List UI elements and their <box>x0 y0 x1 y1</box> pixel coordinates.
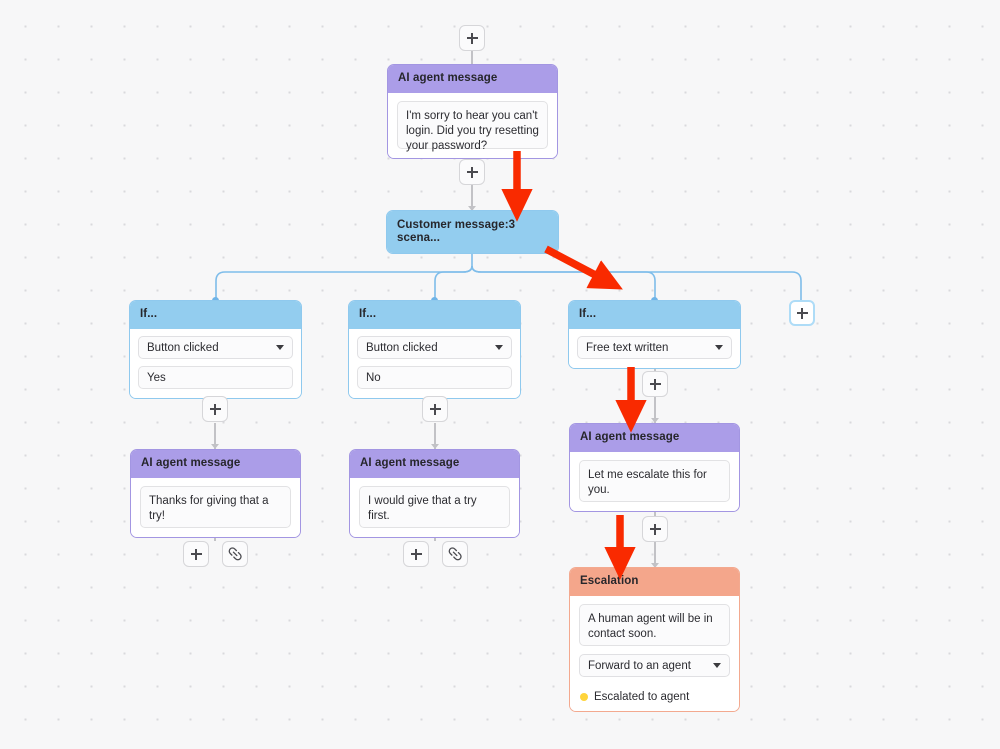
add-node-button-branch-2[interactable] <box>422 396 448 422</box>
condition-select-value: Free text written <box>586 341 669 354</box>
node-header-label: AI agent message <box>131 450 300 478</box>
chain-link-icon <box>228 547 242 561</box>
chevron-down-icon <box>495 345 503 351</box>
edge-cap-reply2 <box>431 444 439 449</box>
add-node-button-end-branch-1[interactable] <box>183 541 209 567</box>
edge-plus-to-reply1 <box>214 423 216 449</box>
node-if-branch-1[interactable]: If... Button clicked Yes <box>129 300 302 399</box>
node-ai-agent-message-root[interactable]: AI agent message I'm sorry to hear you c… <box>387 64 558 159</box>
node-customer-message[interactable]: Customer message:3 scena... <box>386 210 559 255</box>
node-escalation[interactable]: Escalation A human agent will be in cont… <box>569 567 740 712</box>
condition-value-input-branch-1[interactable]: Yes <box>138 365 293 389</box>
ai-message-text[interactable]: Let me escalate this for you. <box>579 459 730 502</box>
node-header-label: If... <box>569 301 740 329</box>
add-node-button-top[interactable] <box>459 25 485 51</box>
link-node-button-branch-2[interactable] <box>442 541 468 567</box>
edge-cap-reply3 <box>651 418 659 423</box>
edge-plus-to-customer <box>471 185 473 210</box>
edge-plus-to-reply3 <box>654 397 656 423</box>
chain-link-icon <box>448 547 462 561</box>
escalation-action-value: Forward to an agent <box>588 659 691 672</box>
edge-plus-to-escalation <box>654 542 656 567</box>
edge-cap-escalation <box>651 563 659 568</box>
condition-select-branch-3[interactable]: Free text written <box>577 335 732 359</box>
add-node-button-before-escalation[interactable] <box>642 516 668 542</box>
node-if-branch-2[interactable]: If... Button clicked No <box>348 300 521 399</box>
add-branch-button[interactable] <box>789 300 815 326</box>
escalation-status-label: Escalated to agent <box>594 690 690 703</box>
add-node-button-after-root[interactable] <box>459 159 485 185</box>
node-ai-agent-message-branch-3[interactable]: AI agent message Let me escalate this fo… <box>569 423 740 512</box>
condition-select-branch-2[interactable]: Button clicked <box>357 335 512 359</box>
node-header-label: Escalation <box>570 568 739 596</box>
node-header-label: AI agent message <box>570 424 739 452</box>
node-if-branch-3[interactable]: If... Free text written <box>568 300 741 369</box>
node-header-label: If... <box>130 301 301 329</box>
chevron-down-icon <box>715 345 723 351</box>
ai-message-text[interactable]: I would give that a try first. <box>359 485 510 528</box>
add-node-button-branch-1[interactable] <box>202 396 228 422</box>
escalation-message-text[interactable]: A human agent will be in contact soon. <box>579 603 730 646</box>
chevron-down-icon <box>276 345 284 351</box>
node-header-label: If... <box>349 301 520 329</box>
node-header-label: AI agent message <box>350 450 519 478</box>
condition-select-value: Button clicked <box>366 341 438 354</box>
status-dot-icon <box>580 692 588 701</box>
add-node-button-end-branch-2[interactable] <box>403 541 429 567</box>
edge-cap-customer <box>468 206 476 211</box>
edge-plus-to-reply2 <box>434 423 436 449</box>
condition-select-value: Button clicked <box>147 341 219 354</box>
node-ai-agent-message-branch-2[interactable]: AI agent message I would give that a try… <box>349 449 520 538</box>
edge-cap-reply1 <box>211 444 219 449</box>
add-node-button-branch-3[interactable] <box>642 371 668 397</box>
ai-message-text[interactable]: I'm sorry to hear you can't login. Did y… <box>397 100 548 152</box>
edge-top-to-root <box>471 51 473 67</box>
ai-message-text[interactable]: Thanks for giving that a try! <box>140 485 291 528</box>
condition-select-branch-1[interactable]: Button clicked <box>138 335 293 359</box>
chevron-down-icon <box>713 663 721 669</box>
escalation-action-select[interactable]: Forward to an agent <box>579 653 730 677</box>
condition-value-input-branch-2[interactable]: No <box>357 365 512 389</box>
link-node-button-branch-1[interactable] <box>222 541 248 567</box>
node-header-label: Customer message:3 scena... <box>387 211 558 254</box>
node-header-label: AI agent message <box>388 65 557 93</box>
escalation-status: Escalated to agent <box>570 683 739 711</box>
node-ai-agent-message-branch-1[interactable]: AI agent message Thanks for giving that … <box>130 449 301 538</box>
